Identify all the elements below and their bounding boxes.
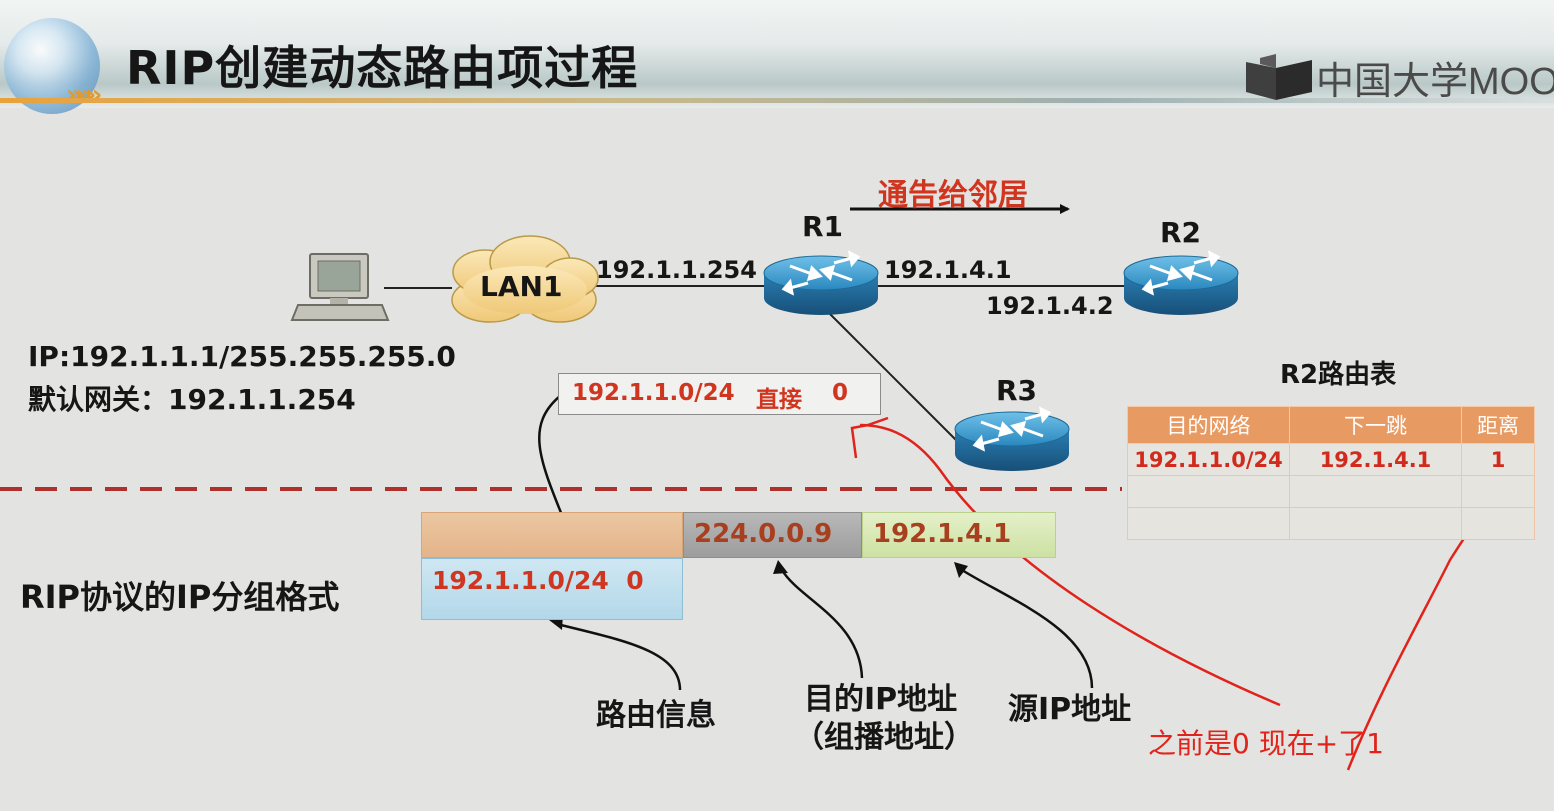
table-row bbox=[1127, 507, 1535, 540]
table-row bbox=[1127, 475, 1535, 508]
r2-table-title: R2路由表 bbox=[1280, 360, 1397, 390]
r1-entry-network: 192.1.1.0/24 bbox=[572, 380, 735, 406]
router-r1-label: R1 bbox=[802, 210, 844, 243]
table-cell bbox=[1461, 507, 1535, 540]
router-r2-icon bbox=[1123, 250, 1239, 315]
r1-entry-distance: 0 bbox=[832, 380, 849, 406]
table-cell: 192.1.1.0/24 bbox=[1127, 443, 1290, 476]
pc-gateway-label: 默认网关：192.1.1.254 bbox=[28, 383, 356, 416]
dest-ip-arrow bbox=[780, 569, 864, 679]
col-header-dest: 目的网络 bbox=[1127, 406, 1290, 444]
router-r2-label: R2 bbox=[1160, 216, 1202, 249]
table-cell bbox=[1127, 475, 1290, 508]
packet-route-field bbox=[421, 558, 683, 620]
r1-lan-interface: 192.1.1.254 bbox=[596, 256, 757, 284]
packet-section-title: RIP协议的IP分组格式 bbox=[20, 578, 340, 616]
route-info-label: 路由信息 bbox=[596, 698, 716, 733]
r1-r3-link bbox=[829, 313, 957, 441]
route-info-arrow bbox=[556, 622, 682, 691]
annotation-note: 之前是0 现在+了1 bbox=[1148, 727, 1384, 760]
router-r3-icon bbox=[954, 406, 1070, 471]
packet-src-field bbox=[862, 512, 1056, 558]
router-r1-icon bbox=[763, 250, 879, 315]
announce-label: 通告给邻居 bbox=[878, 178, 1028, 213]
table-cell: 1 bbox=[1461, 443, 1535, 476]
page-title: RIP创建动态路由项过程 bbox=[126, 41, 639, 95]
src-ip-arrow bbox=[961, 568, 1094, 689]
table-cell bbox=[1289, 475, 1462, 508]
brand-text: 中国大学MOOC bbox=[1316, 61, 1554, 103]
packet-src-ip: 192.1.4.1 bbox=[873, 519, 1012, 549]
dest-ip-label: 目的IP地址 bbox=[804, 682, 958, 717]
table-cell bbox=[1127, 507, 1290, 540]
lan-label: LAN1 bbox=[480, 270, 563, 303]
src-ip-label: 源IP地址 bbox=[1008, 692, 1132, 727]
dest-ip-sublabel: （组播地址） bbox=[794, 720, 974, 755]
table-header-row: 目的网络 下一跳 距离 bbox=[1127, 406, 1535, 444]
computer-icon bbox=[290, 253, 390, 321]
col-header-nexthop: 下一跳 bbox=[1289, 406, 1462, 444]
pc-ip-label: IP:192.1.1.1/255.255.255.0 bbox=[28, 340, 456, 373]
r1-route-entry bbox=[558, 373, 881, 415]
mooc-logo-icon bbox=[1246, 54, 1312, 100]
lan-cloud-icon bbox=[451, 235, 599, 323]
table-cell bbox=[1461, 475, 1535, 508]
r2-r1-interface: 192.1.4.2 bbox=[986, 292, 1114, 320]
packet-route-info: 192.1.1.0/24 0 bbox=[432, 566, 644, 595]
col-header-distance: 距离 bbox=[1461, 406, 1535, 444]
table-cell: 192.1.4.1 bbox=[1289, 443, 1462, 476]
r1-r2-interface: 192.1.4.1 bbox=[884, 256, 1012, 284]
packet-dest-ip: 224.0.0.9 bbox=[694, 519, 833, 549]
router-r3-label: R3 bbox=[996, 374, 1038, 407]
table-row: 192.1.1.0/24 192.1.4.1 1 bbox=[1127, 443, 1535, 476]
header-divider bbox=[0, 98, 1554, 103]
r2-routing-table: 目的网络 下一跳 距离 192.1.1.0/24 192.1.4.1 1 bbox=[1127, 406, 1535, 540]
table-cell bbox=[1289, 507, 1462, 540]
packet-header-segment bbox=[421, 512, 683, 558]
packet-dest-field bbox=[683, 512, 862, 558]
r1-entry-type: 直接 bbox=[756, 387, 802, 413]
